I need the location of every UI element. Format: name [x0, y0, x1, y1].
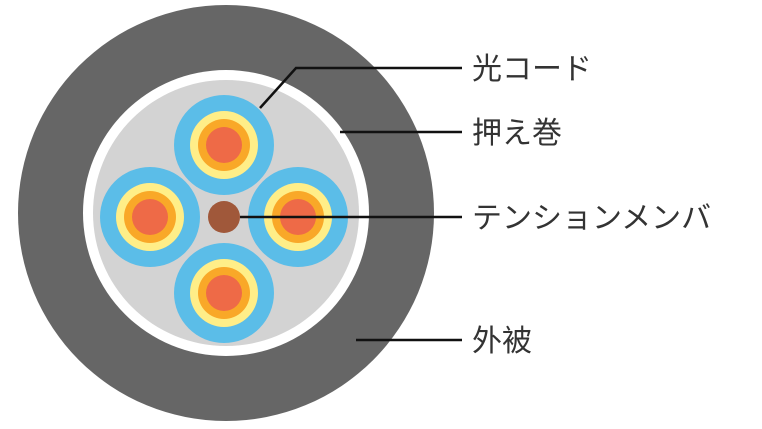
label-binding-tape: 押え巻	[472, 116, 562, 151]
tension-member	[208, 201, 240, 233]
optical-cord-top	[174, 95, 274, 195]
label-outer-sheath: 外被	[472, 324, 532, 359]
optical-cord-bottom	[174, 243, 274, 343]
label-optical-cord: 光コード	[472, 52, 592, 87]
leader-line-optical-cord	[259, 66, 462, 109]
optical-cord-left	[100, 167, 200, 267]
label-tension-member: テンションメンバ	[472, 201, 711, 236]
